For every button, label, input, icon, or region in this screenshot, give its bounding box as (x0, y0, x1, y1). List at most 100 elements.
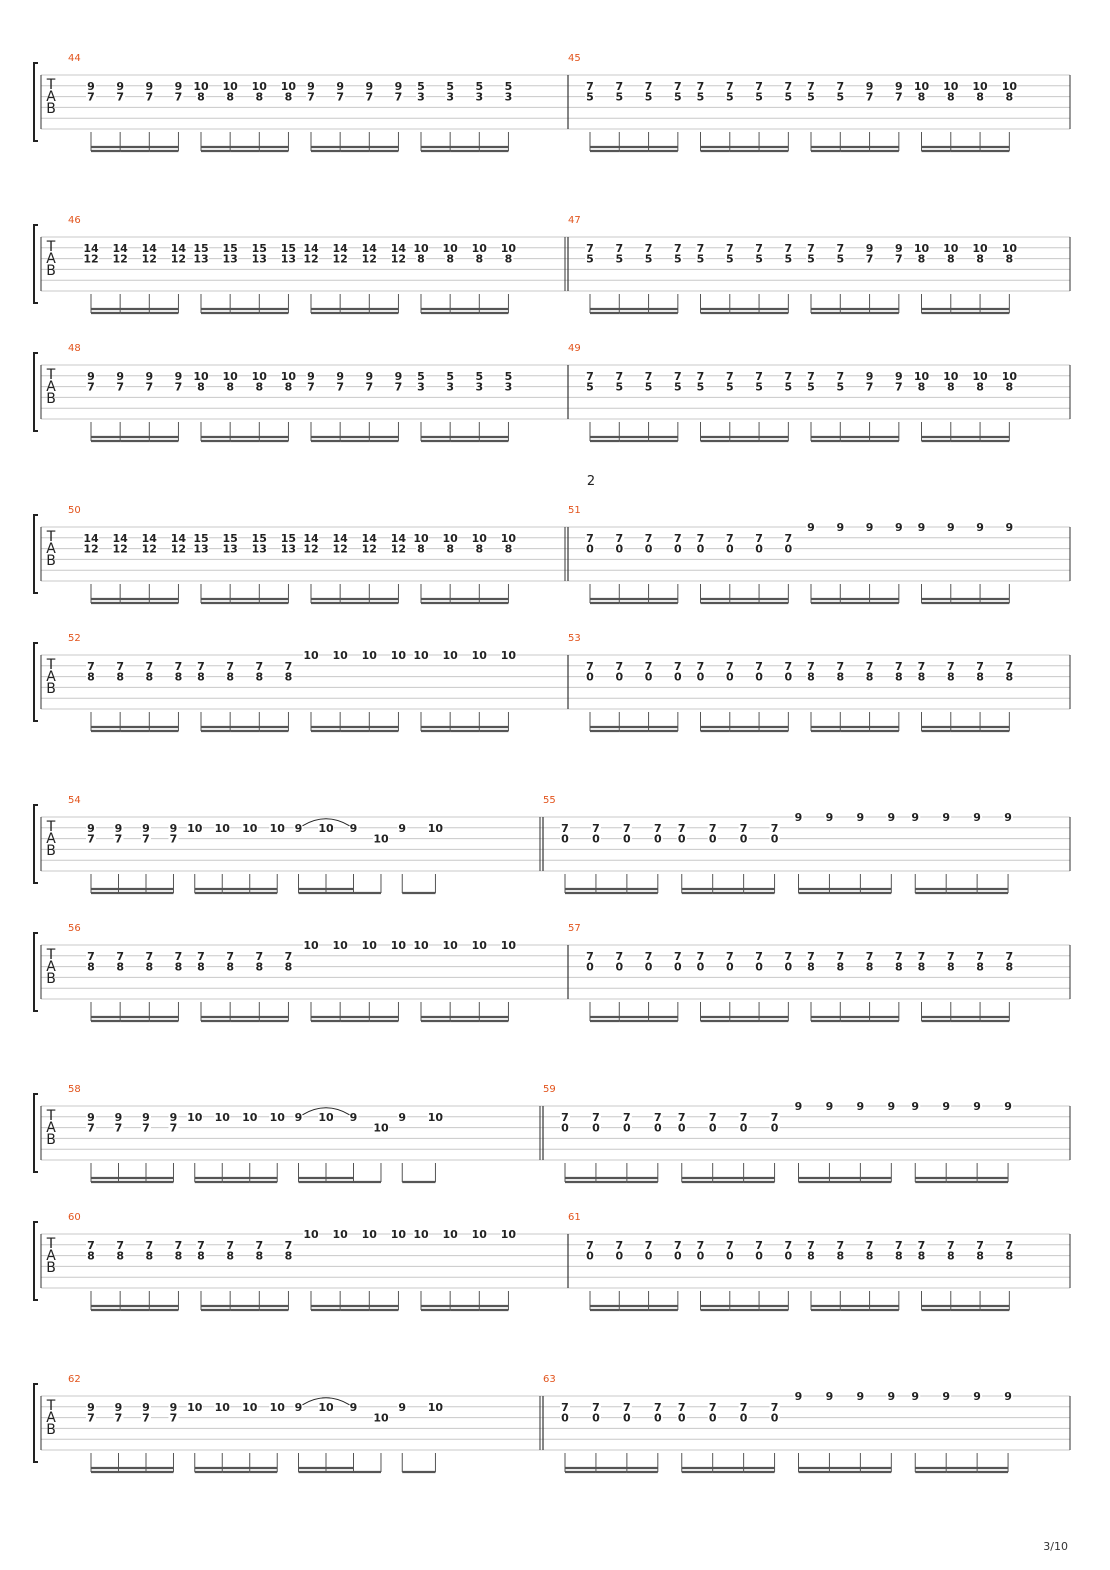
fret-number: 10 (442, 1228, 458, 1241)
fret-number: 7 (615, 80, 623, 93)
note-knockout (474, 80, 485, 92)
note-knockout (945, 1239, 956, 1251)
fret-number: 10 (972, 370, 988, 383)
note-knockout (225, 961, 236, 973)
fret-number: 10 (972, 80, 988, 93)
fret-number: 10 (222, 80, 238, 93)
note-knockout (83, 253, 99, 265)
fret-number: 14 (142, 532, 158, 545)
fret-number: 5 (645, 253, 653, 266)
note-knockout (975, 1239, 986, 1251)
note-knockout (393, 91, 404, 103)
note-knockout (141, 532, 158, 544)
fret-number: 7 (947, 1239, 955, 1252)
fret-number: 0 (755, 1250, 763, 1263)
note-knockout (910, 812, 921, 823)
fret-number: 7 (561, 1111, 569, 1124)
fret-number: 3 (446, 91, 454, 104)
fret-number: 5 (697, 91, 705, 104)
note-knockout (707, 1122, 718, 1134)
fret-number: 12 (303, 543, 318, 556)
note-knockout (115, 660, 126, 672)
fret-number: 10 (914, 370, 930, 383)
note-knockout (113, 822, 124, 834)
fret-number: 5 (674, 253, 682, 266)
note-knockout (560, 1412, 570, 1424)
fret-number: 7 (592, 822, 600, 835)
note-knockout (471, 532, 488, 544)
fret-number: 5 (505, 370, 513, 383)
note-knockout (835, 660, 846, 672)
note-knockout (806, 660, 816, 672)
note-knockout (225, 381, 236, 393)
fret-number: 8 (116, 671, 124, 684)
fret-number: 7 (586, 370, 594, 383)
note-knockout (372, 1412, 389, 1424)
fret-number: 8 (116, 1250, 124, 1263)
note-knockout (643, 370, 654, 382)
measure-number: 51 (568, 505, 581, 516)
fret-number: 10 (281, 370, 297, 383)
note-knockout (695, 1250, 706, 1262)
fret-number: 9 (826, 1100, 834, 1113)
note-knockout (1003, 1101, 1014, 1112)
note-knockout (585, 532, 595, 544)
note-knockout (972, 242, 989, 254)
fret-number: 7 (709, 822, 717, 835)
system-bracket (33, 1383, 38, 1463)
note-knockout (372, 1122, 389, 1134)
fret-number: 14 (303, 242, 319, 255)
fret-number: 8 (255, 671, 263, 684)
fret-number: 10 (332, 1228, 348, 1241)
note-knockout (585, 660, 595, 672)
fret-number: 8 (417, 253, 425, 266)
fret-number: 10 (281, 80, 297, 93)
note-knockout (254, 91, 265, 103)
fret-number: 7 (145, 91, 153, 104)
fret-number: 0 (615, 961, 623, 974)
measure-number: 45 (568, 53, 581, 64)
fret-number: 10 (318, 822, 334, 835)
note-knockout (269, 1401, 286, 1413)
note-knockout (672, 532, 683, 544)
note-knockout (427, 1401, 444, 1413)
note-knockout (86, 1250, 96, 1262)
fret-number: 7 (175, 950, 183, 963)
fret-number: 12 (142, 253, 157, 266)
fret-number: 15 (252, 532, 267, 545)
fret-number: 7 (785, 1239, 793, 1252)
fret-number: 0 (561, 1122, 569, 1135)
note-knockout (590, 1412, 601, 1424)
fret-number: 13 (193, 543, 208, 556)
fret-number: 9 (795, 811, 803, 824)
note-knockout (361, 1229, 378, 1240)
note-knockout (621, 1412, 632, 1424)
fret-number: 7 (755, 660, 763, 673)
fret-number: 7 (586, 950, 594, 963)
fret-number: 0 (726, 961, 734, 974)
note-knockout (769, 833, 780, 845)
measure-number: 49 (568, 343, 581, 354)
fret-number: 7 (365, 91, 373, 104)
fret-number: 0 (678, 1122, 686, 1135)
fret-number: 8 (175, 961, 183, 974)
note-knockout (442, 532, 459, 544)
note-knockout (173, 80, 184, 92)
fret-number: 7 (807, 660, 815, 673)
fret-number: 8 (475, 543, 483, 556)
note-knockout (916, 950, 927, 962)
note-knockout (193, 370, 209, 382)
fret-number: 8 (895, 961, 903, 974)
note-knockout (614, 660, 625, 672)
fret-number: 8 (976, 1250, 984, 1263)
fret-number: 15 (222, 532, 237, 545)
note-knockout (916, 671, 927, 683)
fret-number: 10 (1002, 242, 1018, 255)
fret-number: 13 (281, 253, 296, 266)
note-knockout (225, 1250, 236, 1262)
fret-number: 5 (807, 381, 815, 394)
fret-number: 8 (976, 381, 984, 394)
note-knockout (643, 950, 654, 962)
fret-number: 14 (112, 532, 128, 545)
